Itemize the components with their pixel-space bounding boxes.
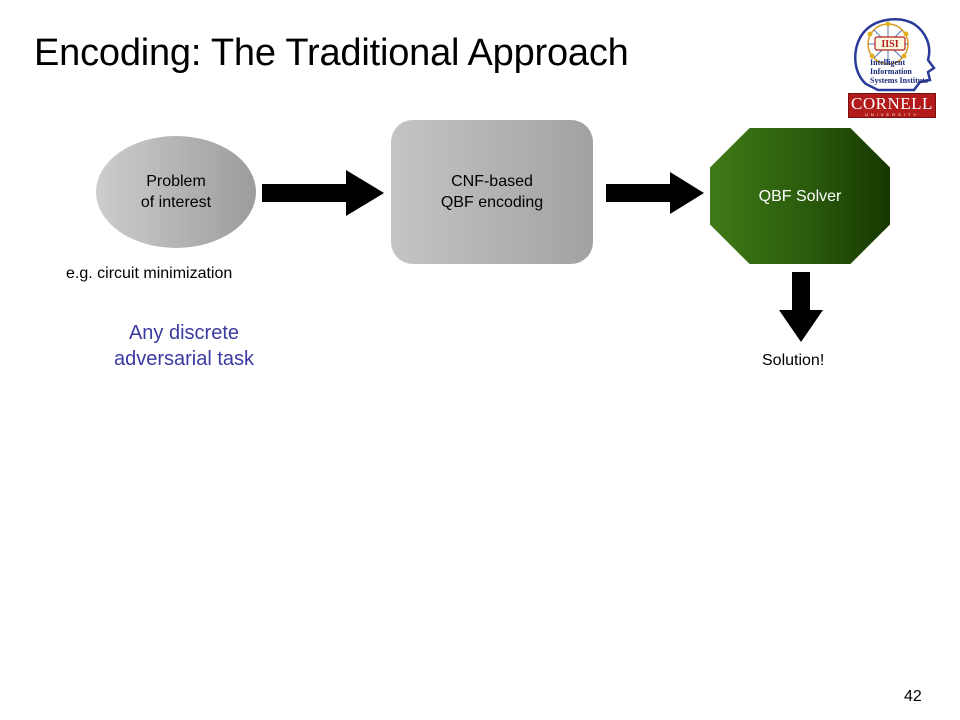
slide-title: Encoding: The Traditional Approach	[34, 32, 629, 74]
solution-label: Solution!	[762, 352, 825, 369]
cornell-logo-main: CORNELL	[851, 94, 933, 113]
svg-text:IISI: IISI	[881, 39, 898, 50]
solver-node: QBF Solver	[710, 128, 890, 264]
encoding-node: CNF-based QBF encoding	[391, 120, 593, 264]
problem-node-line1: Problem	[146, 173, 206, 190]
example-caption: e.g. circuit minimization	[66, 265, 233, 282]
problem-node: Problem of interest	[96, 136, 256, 248]
generalization-caption-line1: Any discrete	[128, 322, 240, 344]
cornell-logo-sub: UNIVERSITY	[864, 112, 919, 117]
generalization-caption: Any discrete adversarial task	[86, 320, 282, 372]
cornell-logo: CORNELL UNIVERSITY	[848, 93, 936, 118]
encoding-node-line1: CNF-based	[451, 173, 533, 190]
generalization-caption-line2: adversarial task	[113, 348, 255, 370]
encoding-node-line2: QBF encoding	[440, 194, 544, 211]
arrow-solver-to-solution	[779, 272, 823, 342]
arrow-problem-to-encoding	[262, 170, 384, 216]
isi-logo: IISI Intelligent Information Systems Ins…	[848, 14, 940, 94]
solver-node-label: QBF Solver	[758, 187, 842, 205]
arrow-encoding-to-solver	[606, 172, 704, 214]
isi-logo-text: Intelligent Information Systems Institut…	[870, 58, 929, 85]
problem-node-line2: of interest	[140, 194, 212, 211]
page-number: 42	[904, 688, 922, 705]
